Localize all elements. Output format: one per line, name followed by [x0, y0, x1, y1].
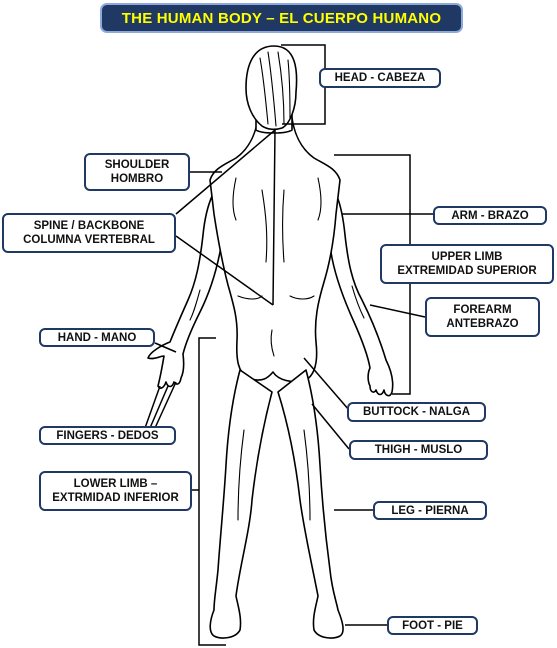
page-title: THE HUMAN BODY – EL CUERPO HUMANO	[100, 3, 463, 33]
torso	[209, 117, 341, 383]
label-buttock-text: BUTTOCK - NALGA	[362, 406, 471, 418]
label-fingers: FINGERS - DEDOS	[39, 426, 176, 445]
label-hand-text: HAND - MANO	[57, 331, 137, 344]
right-arm	[317, 174, 394, 397]
label-upper-limb: UPPER LIMB EXTREMIDAD SUPERIOR	[380, 244, 554, 284]
label-spine: SPINE / BACKBONE COLUMNA VERTEBRAL	[2, 213, 176, 253]
left-arm	[147, 174, 233, 389]
label-shoulder-en: SHOULDER	[104, 159, 170, 171]
label-upper-limb-es: EXTREMIDAD SUPERIOR	[397, 265, 537, 277]
label-thigh-text: THIGH - MUSLO	[374, 444, 463, 456]
label-shoulder: SHOULDER HOMBRO	[84, 153, 190, 191]
label-shoulder-es: HOMBRO	[110, 173, 164, 185]
label-spine-en: SPINE / BACKBONE	[33, 220, 145, 232]
label-fingers-text: FINGERS - DEDOS	[56, 429, 159, 442]
label-thigh: THIGH - MUSLO	[349, 440, 488, 460]
left-leg	[209, 369, 273, 639]
label-foot: FOOT - PIE	[387, 616, 478, 635]
human-body-figure	[147, 45, 394, 639]
label-upper-limb-en: UPPER LIMB	[431, 251, 503, 263]
label-lower-limb-en: LOWER LIMB –	[73, 478, 158, 490]
label-head-text: HEAD - CABEZA	[334, 72, 426, 84]
label-leg: LEG - PIERNA	[373, 501, 487, 520]
label-forearm: FOREARM ANTEBRAZO	[425, 297, 540, 337]
label-arm-text: ARM - BRAZO	[451, 209, 529, 222]
label-forearm-en: FOREARM	[453, 304, 512, 316]
label-arm: ARM - BRAZO	[433, 206, 547, 225]
head	[245, 45, 298, 131]
label-head: HEAD - CABEZA	[319, 68, 441, 88]
label-hand: HAND - MANO	[39, 328, 155, 347]
label-lower-limb: LOWER LIMB – EXTRMIDAD INFERIOR	[39, 471, 192, 511]
label-lower-limb-es: EXTRMIDAD INFERIOR	[52, 492, 179, 504]
label-leg-text: LEG - PIERNA	[391, 504, 469, 517]
right-leg	[277, 369, 344, 639]
label-spine-es: COLUMNA VERTEBRAL	[23, 234, 155, 246]
label-forearm-es: ANTEBRAZO	[446, 318, 519, 330]
label-foot-text: FOOT - PIE	[402, 619, 463, 632]
label-buttock: BUTTOCK - NALGA	[347, 402, 486, 422]
